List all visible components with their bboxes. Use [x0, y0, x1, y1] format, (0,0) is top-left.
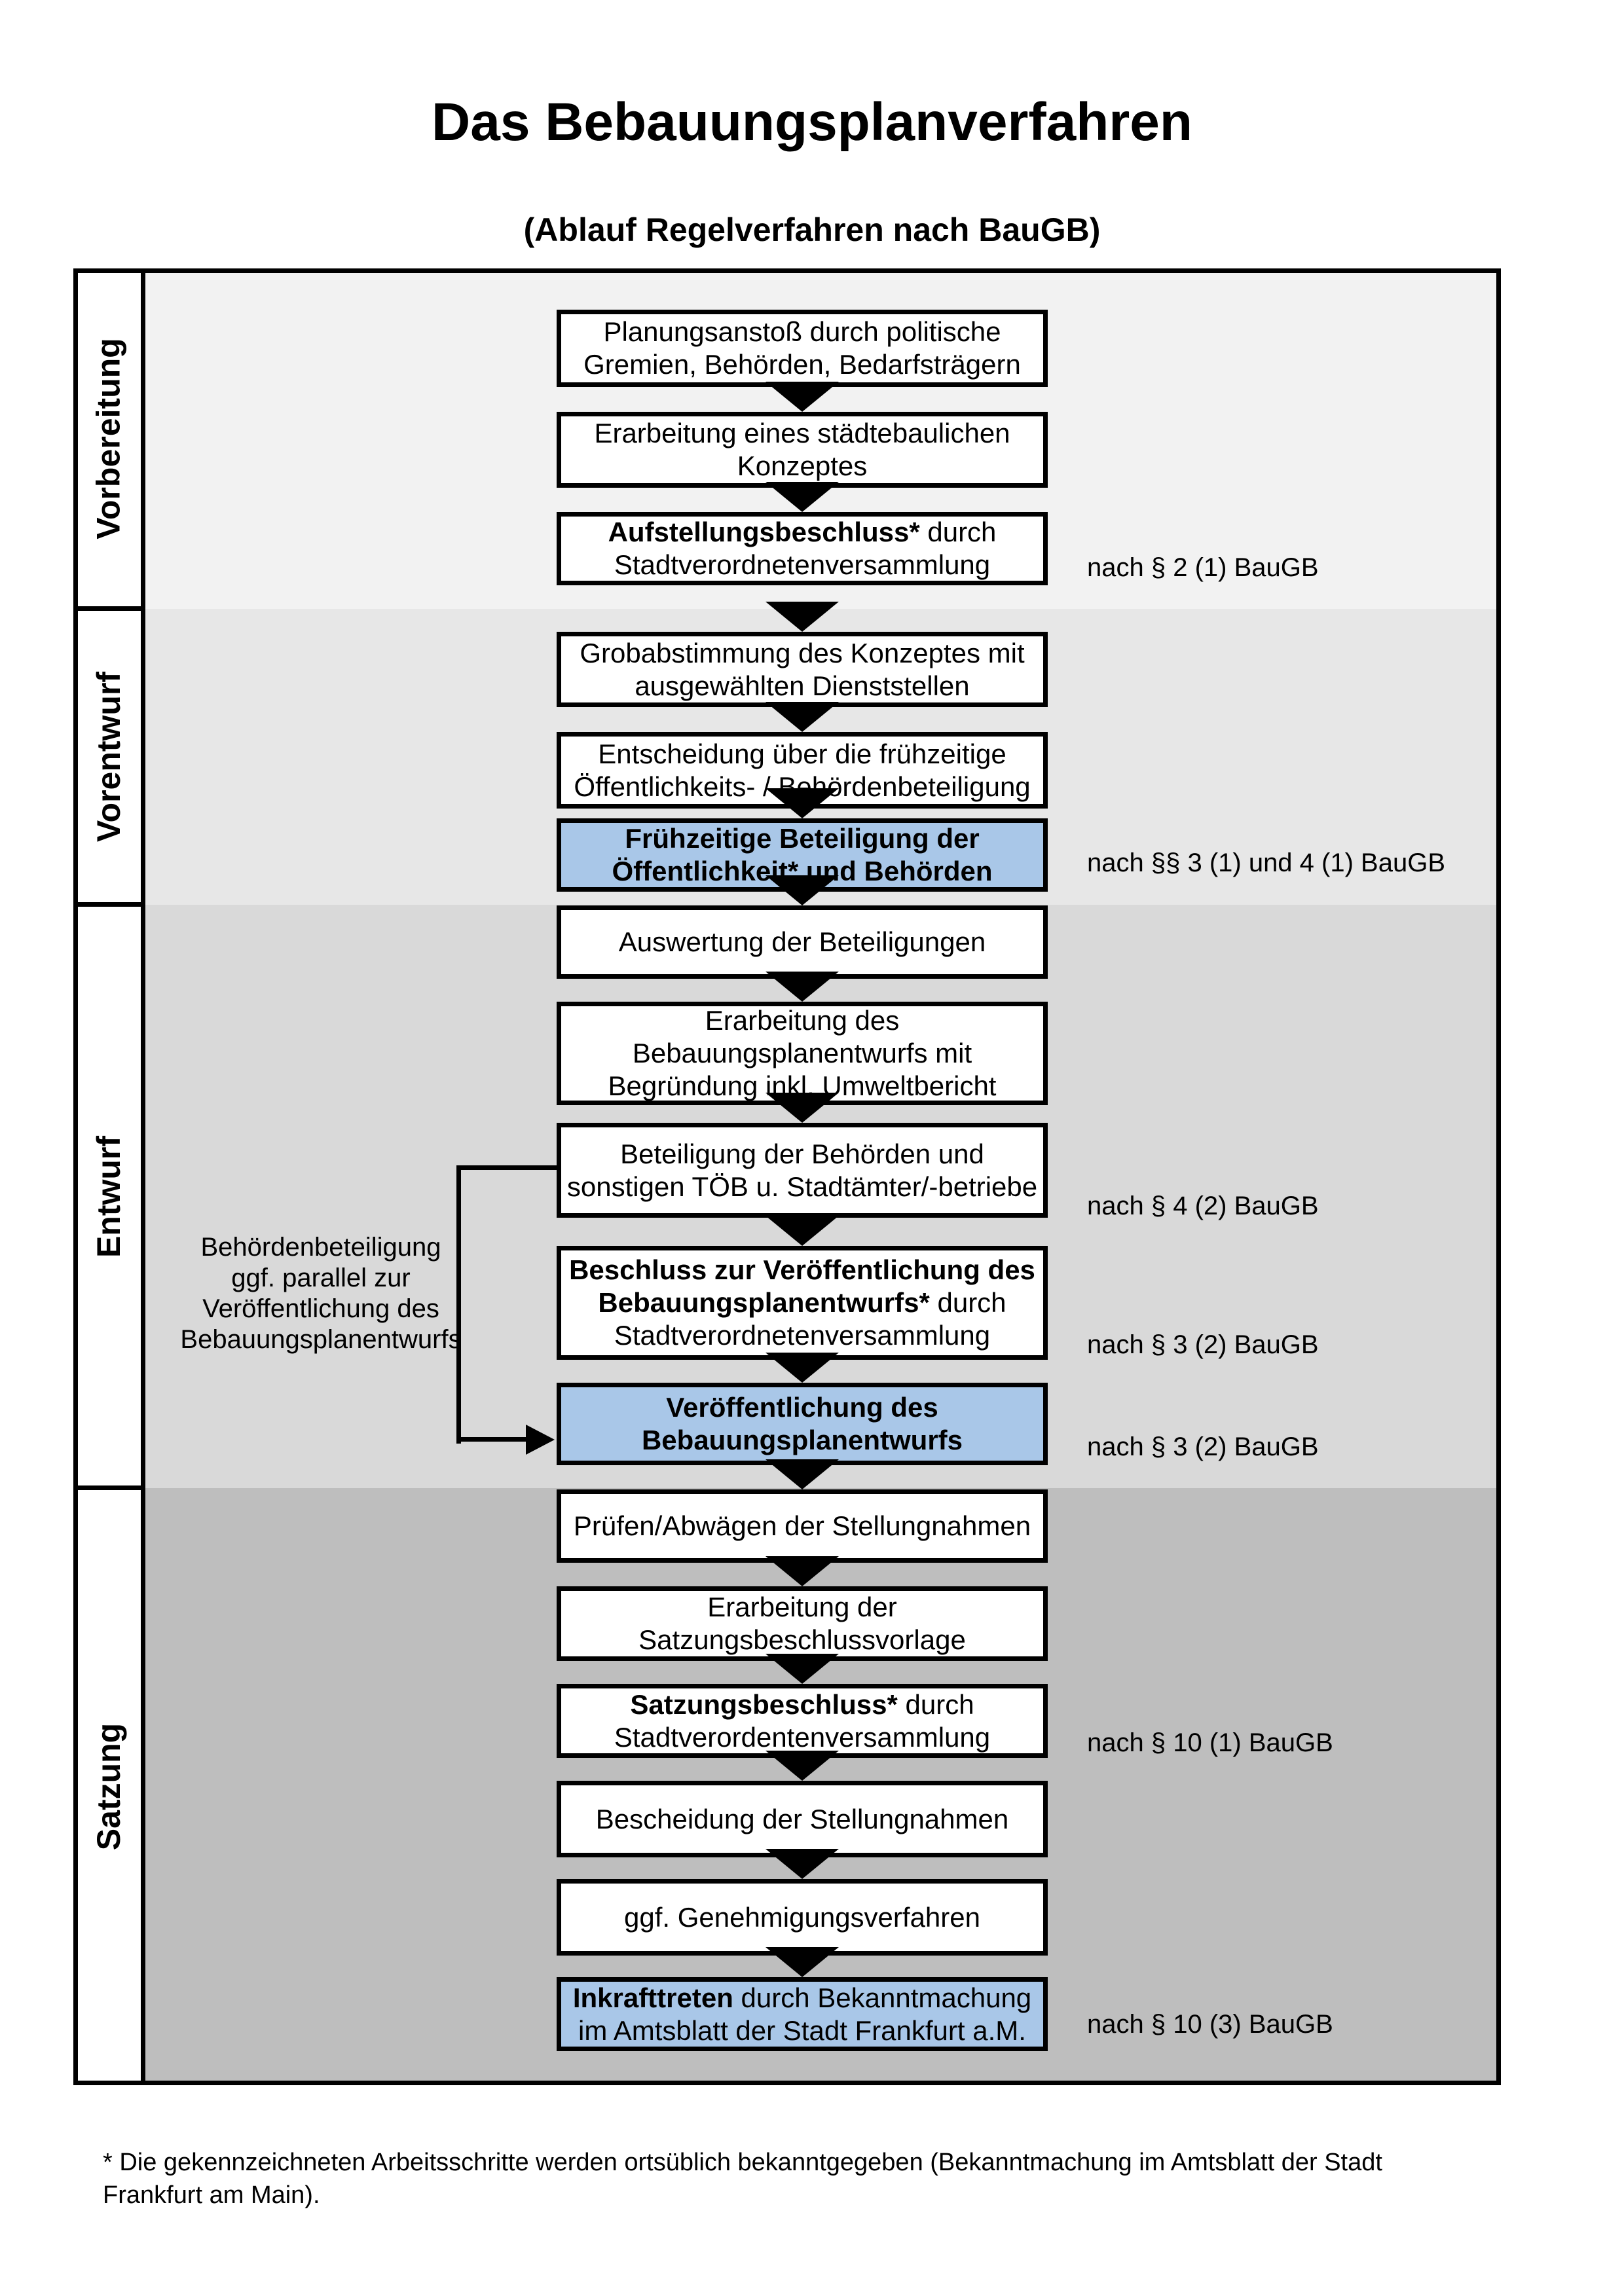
sidebar-cell-divider	[73, 902, 145, 907]
down-arrow-icon	[766, 972, 839, 1002]
down-arrow-icon	[766, 1459, 839, 1489]
side-annotation: Behördenbeteiligung ggf. parallel zur Ve…	[180, 1233, 462, 1354]
down-arrow-icon	[766, 1093, 839, 1123]
diagram-frame	[73, 268, 1501, 2085]
down-arrow-icon	[766, 1849, 839, 1879]
flow-box-planungsanstoss: Planungsanstoß durch politische Gremien,…	[557, 310, 1048, 387]
flow-box-label: Planungsanstoß durch politische Gremien,…	[583, 316, 1021, 380]
down-arrow-icon	[766, 1751, 839, 1781]
flow-box-entscheidung: Entscheidung über die frühzeitige Öffent…	[557, 732, 1048, 809]
down-arrow-icon	[766, 482, 839, 512]
law-note: nach § 4 (2) BauGB	[1087, 1192, 1319, 1220]
flow-box-veroeffentlichungsbeschluss: Beschluss zur Veröffentlichung des Bebau…	[557, 1246, 1048, 1360]
flow-box-behoerdenbeteiligung: Beteiligung der Behörden und sonstigen T…	[557, 1123, 1048, 1218]
flow-box-label: Grobabstimmung des Konzeptes mit ausgewä…	[580, 637, 1025, 701]
flow-box-pruefen-abwaegen: Prüfen/Abwägen der Stellungnahmen	[557, 1489, 1048, 1563]
flow-box-label: Veröffentlichung des Bebauungsplanentwur…	[641, 1392, 963, 1455]
flow-box-auswertung: Auswertung der Beteiligungen	[557, 905, 1048, 979]
flow-box-erarbeitung-entwurf: Erarbeitung des Bebauungsplanentwurfs mi…	[557, 1002, 1048, 1105]
page-subtitle: (Ablauf Regelverfahren nach BauGB)	[523, 211, 1101, 248]
flow-box-label: Entscheidung über die frühzeitige Öffent…	[574, 738, 1031, 802]
law-note: nach §§ 3 (1) und 4 (1) BauGB	[1087, 848, 1445, 877]
flow-box-label: Satzungsbeschluss* durch Stadtverordente…	[614, 1688, 991, 1753]
down-arrow-icon	[766, 382, 839, 412]
down-arrow-icon	[766, 1654, 839, 1684]
flow-box-label: Beteiligung der Behörden und sonstigen T…	[566, 1138, 1038, 1202]
flow-box-label: Beschluss zur Veröffentlichung des Bebau…	[569, 1254, 1035, 1351]
flow-box-label: Bescheidung der Stellungnahmen	[595, 1803, 1009, 1834]
flow-box-veroeffentlichung: Veröffentlichung des Bebauungsplanentwur…	[557, 1383, 1048, 1465]
law-note: nach § 3 (2) BauGB	[1087, 1432, 1319, 1461]
flow-box-grobabstimmung: Grobabstimmung des Konzeptes mit ausgewä…	[557, 632, 1048, 707]
flow-box-konzept: Erarbeitung eines städtebaulichen Konzep…	[557, 412, 1048, 488]
connector-line	[456, 1437, 527, 1442]
connector-arrow-icon	[526, 1425, 555, 1455]
flow-box-label: Erarbeitung der Satzungsbeschlussvorlage	[638, 1592, 966, 1655]
flow-box-label: Inkrafttreten durch Bekanntmachung im Am…	[572, 1982, 1032, 2046]
flow-box-inkrafttreten: Inkrafttreten durch Bekanntmachung im Am…	[557, 1977, 1048, 2051]
down-arrow-icon	[766, 702, 839, 732]
sidebar-cell-divider	[73, 1485, 145, 1490]
flow-box-label: Erarbeitung des Bebauungsplanentwurfs mi…	[608, 1005, 997, 1101]
law-note: nach § 10 (1) BauGB	[1087, 1728, 1333, 1757]
flow-box-satzungsbeschluss: Satzungsbeschluss* durch Stadtverordente…	[557, 1684, 1048, 1758]
flow-box-label: ggf. Genehmigungsverfahren	[623, 1901, 980, 1933]
flow-box-aufstellungsbeschluss: Aufstellungsbeschluss* durch Stadtverord…	[557, 512, 1048, 585]
sidebar-cell-divider	[73, 606, 145, 611]
down-arrow-icon	[766, 1556, 839, 1586]
flow-box-label: Erarbeitung eines städtebaulichen Konzep…	[594, 418, 1010, 481]
law-note: nach § 2 (1) BauGB	[1087, 553, 1319, 582]
footnote: * Die gekennzeichneten Arbeitsschritte w…	[103, 2149, 1382, 2209]
flow-box-label: Frühzeitige Beteiligung der Öffentlichke…	[612, 823, 993, 886]
down-arrow-icon	[766, 788, 839, 818]
flow-box-label: Aufstellungsbeschluss* durch Stadtverord…	[608, 517, 997, 580]
page-title: Das Bebauungsplanverfahren	[432, 92, 1192, 152]
law-note: nach § 3 (2) BauGB	[1087, 1330, 1319, 1359]
flow-box-satzungsvorlage: Erarbeitung der Satzungsbeschlussvorlage	[557, 1586, 1048, 1661]
down-arrow-icon	[766, 602, 839, 632]
connector-line	[456, 1165, 557, 1170]
flow-box-label: Prüfen/Abwägen der Stellungnahmen	[573, 1510, 1031, 1541]
flow-box-genehmigungsverfahren: ggf. Genehmigungsverfahren	[557, 1879, 1048, 1956]
flow-box-label: Auswertung der Beteiligungen	[618, 926, 986, 957]
law-note: nach § 10 (3) BauGB	[1087, 2010, 1333, 2039]
down-arrow-icon	[766, 1353, 839, 1383]
flow-box-bescheidung: Bescheidung der Stellungnahmen	[557, 1781, 1048, 1857]
down-arrow-icon	[766, 1947, 839, 1977]
down-arrow-icon	[766, 875, 839, 905]
sidebar-divider-line	[141, 268, 145, 2085]
down-arrow-icon	[766, 1216, 839, 1246]
connector-line	[456, 1165, 461, 1444]
